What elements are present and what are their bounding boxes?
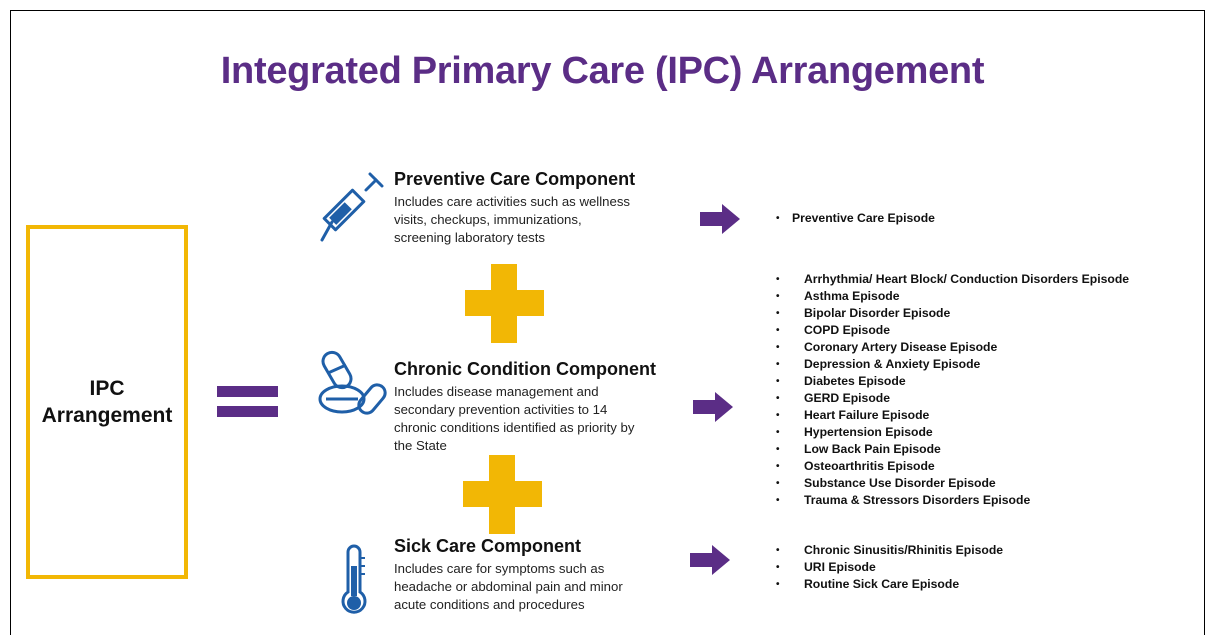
arrow-right-icon — [700, 204, 740, 234]
episode-item: Hypertension Episode — [772, 424, 1129, 441]
sick-desc-line: Includes care for symptoms such as — [394, 561, 605, 576]
episode-item: GERD Episode — [772, 390, 1129, 407]
thermometer-icon — [341, 544, 367, 614]
preventive-desc-line: visits, checkups, immunizations, — [394, 212, 582, 227]
syringe-icon — [320, 172, 384, 242]
episode-item: Depression & Anxiety Episode — [772, 356, 1129, 373]
chronic-condition-component: Chronic Condition Component Includes dis… — [394, 358, 694, 455]
equals-bar-top — [217, 386, 278, 397]
episode-item: Osteoarthritis Episode — [772, 458, 1129, 475]
equals-bar-bottom — [217, 406, 278, 417]
episode-item: Arrhythmia/ Heart Block/ Conduction Diso… — [772, 271, 1129, 288]
episode-item: Low Back Pain Episode — [772, 441, 1129, 458]
episode-item: Chronic Sinusitis/Rhinitis Episode — [772, 542, 1003, 559]
episode-item: Coronary Artery Disease Episode — [772, 339, 1129, 356]
episode-item: COPD Episode — [772, 322, 1129, 339]
episode-item: URI Episode — [772, 559, 1003, 576]
preventive-care-title: Preventive Care Component — [394, 169, 636, 189]
pills-icon — [318, 350, 387, 415]
chronic-episode-list: Arrhythmia/ Heart Block/ Conduction Diso… — [772, 271, 1129, 509]
sick-desc-line: acute conditions and procedures — [394, 597, 585, 612]
ipc-arrangement-box: IPC Arrangement — [26, 225, 188, 579]
chronic-desc-line: the State — [394, 438, 447, 453]
preventive-desc-line: screening laboratory tests — [394, 230, 545, 245]
episode-item: Substance Use Disorder Episode — [772, 475, 1129, 492]
preventive-care-component: Preventive Care Component Includes care … — [394, 168, 694, 247]
plus-1-vertical — [491, 264, 517, 343]
chronic-desc-line: secondary prevention activities to 14 — [394, 402, 608, 417]
episode-item: Preventive Care Episode — [772, 210, 935, 227]
ipc-label-line2: Arrangement — [41, 404, 173, 427]
episode-item: Routine Sick Care Episode — [772, 576, 1003, 593]
preventive-desc-line: Includes care activities such as wellnes… — [394, 194, 631, 209]
chronic-condition-description: Includes disease management and secondar… — [394, 383, 694, 455]
episode-item: Asthma Episode — [772, 288, 1129, 305]
sick-care-episode-list: Chronic Sinusitis/Rhinitis Episode URI E… — [772, 542, 1003, 593]
sick-care-title: Sick Care Component — [394, 536, 582, 556]
sick-desc-line: headache or abdominal pain and minor — [394, 579, 623, 594]
arrow-right-icon — [690, 545, 730, 575]
preventive-care-description: Includes care activities such as wellnes… — [394, 193, 694, 247]
episode-item: Bipolar Disorder Episode — [772, 305, 1129, 322]
sick-care-description: Includes care for symptoms such as heada… — [394, 560, 694, 614]
ipc-arrangement-label: IPC Arrangement — [42, 375, 173, 429]
episode-item: Heart Failure Episode — [772, 407, 1129, 424]
chronic-condition-title: Chronic Condition Component — [394, 359, 656, 379]
ipc-label-line1: IPC — [89, 377, 125, 400]
chronic-desc-line: chronic conditions identified as priorit… — [394, 420, 635, 435]
plus-2-vertical — [489, 455, 515, 534]
page-title: Integrated Primary Care (IPC) Arrangemen… — [220, 50, 985, 92]
chronic-desc-line: Includes disease management and — [394, 384, 599, 399]
preventive-episode-list: Preventive Care Episode — [772, 210, 935, 227]
episode-item: Trauma & Stressors Disorders Episode — [772, 492, 1129, 509]
arrow-right-icon — [693, 392, 733, 422]
episode-item: Diabetes Episode — [772, 373, 1129, 390]
sick-care-component: Sick Care Component Includes care for sy… — [394, 535, 694, 614]
